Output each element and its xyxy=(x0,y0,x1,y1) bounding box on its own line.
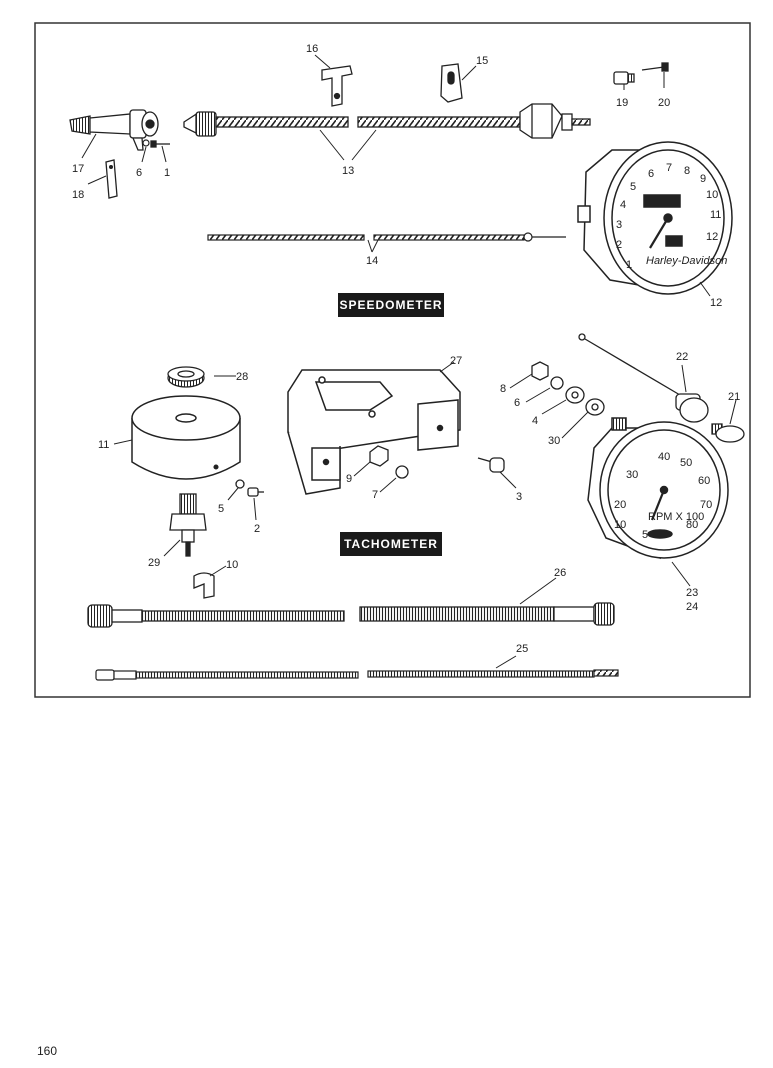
callout-7: 7 xyxy=(372,489,378,501)
callout-1: 1 xyxy=(164,167,170,179)
callout-12: 12 xyxy=(710,297,722,309)
washer-part-4 xyxy=(565,386,585,404)
lockwasher-part-5 xyxy=(235,479,245,489)
cable-clip-part-15 xyxy=(440,63,463,103)
speedometer-head xyxy=(577,141,733,295)
cable-clip-part-10 xyxy=(193,572,215,599)
callout-13: 13 xyxy=(342,165,354,177)
speedo-num-6: 6 xyxy=(648,168,654,180)
callout-18: 18 xyxy=(72,189,84,201)
tach-drive-housing-part-11 xyxy=(131,395,241,480)
speedometer-cable-casing xyxy=(183,103,591,139)
speedometer-drive-unit xyxy=(69,109,159,151)
speedo-num-3: 3 xyxy=(616,219,622,231)
page-number: 160 xyxy=(37,1044,58,1058)
speedo-num-5: 5 xyxy=(630,181,636,193)
speedometer-inner-cable xyxy=(207,232,566,242)
callout-11: 11 xyxy=(98,439,109,451)
callout-30: 30 xyxy=(548,435,560,447)
tach-num-30: 30 xyxy=(626,469,638,481)
nut-part-8 xyxy=(531,361,549,381)
lockwasher-part-6 xyxy=(550,376,564,390)
callout-4: 4 xyxy=(532,415,538,427)
tachometer-banner xyxy=(340,532,442,556)
lamp-bulb-part-21 xyxy=(711,423,745,443)
tachometer-head xyxy=(587,417,729,560)
tach-num-40: 40 xyxy=(658,451,670,463)
callout-2: 2 xyxy=(254,523,260,535)
tach-num-60: 60 xyxy=(698,475,710,487)
speedo-num-10: 10 xyxy=(706,189,718,201)
speedo-num-1: 1 xyxy=(626,259,632,271)
speedo-num-9: 9 xyxy=(700,173,706,185)
tachometer-dial-numbers: 5 10 20 30 40 50 60 70 80 xyxy=(614,451,712,541)
speedometer-brand-script: Harley-Davidson xyxy=(646,255,727,267)
drive-adapter-part-29 xyxy=(169,493,207,557)
nut-part-9 xyxy=(369,445,389,467)
callout-21: 21 xyxy=(728,391,740,403)
callout-19: 19 xyxy=(616,97,628,109)
tach-num-80: 80 xyxy=(686,519,698,531)
cable-clip-part-16 xyxy=(321,65,353,107)
callout-16: 16 xyxy=(306,43,318,55)
callout-17: 17 xyxy=(72,163,84,175)
callout-9: 9 xyxy=(346,473,352,485)
washer-part-30 xyxy=(585,398,605,416)
tachometer-cable-casing-part-26 xyxy=(87,602,615,628)
tachometer-bracket-part-27 xyxy=(287,369,461,495)
tach-num-50: 50 xyxy=(680,457,692,469)
screw-part-3 xyxy=(477,457,505,473)
tachometer-inner-cable-part-25 xyxy=(95,669,619,681)
callout-29: 29 xyxy=(148,557,160,569)
callout-26: 26 xyxy=(554,567,566,579)
callout-27: 27 xyxy=(450,355,462,367)
callout-5: 5 xyxy=(218,503,224,515)
speedo-num-12: 12 xyxy=(706,231,718,243)
tach-num-20: 20 xyxy=(614,499,626,511)
tachometer-scale-text: RPM X 100 xyxy=(648,511,704,523)
callout-numbers: 16 15 19 20 17 6 1 18 13 14 12 28 11 27 … xyxy=(72,43,740,655)
callout-3: 3 xyxy=(516,491,522,503)
callout-23: 23 xyxy=(686,587,698,599)
callout-20: 20 xyxy=(658,97,670,109)
lockwasher-part-7 xyxy=(395,465,409,479)
ferrule-part-19 xyxy=(613,71,635,85)
callout-15: 15 xyxy=(476,55,488,67)
screw-part-20 xyxy=(641,62,669,72)
tach-num-10: 10 xyxy=(614,519,626,531)
speedo-num-8: 8 xyxy=(684,165,690,177)
ring-nut-part-28 xyxy=(167,366,205,388)
washer-part-6-top xyxy=(142,139,150,147)
callout-14: 14 xyxy=(366,255,378,267)
speedo-num-11: 11 xyxy=(710,209,721,221)
callout-22: 22 xyxy=(676,351,688,363)
callout-24: 24 xyxy=(686,601,698,613)
speedometer-banner xyxy=(338,293,444,317)
diagram-frame xyxy=(34,22,751,698)
screw-part-1 xyxy=(150,140,170,148)
tach-num-5: 5 xyxy=(642,529,648,541)
callout-10: 10 xyxy=(226,559,238,571)
callout-8: 8 xyxy=(500,383,506,395)
callout-6-lower: 6 xyxy=(514,397,520,409)
screw-part-2 xyxy=(247,487,264,497)
callout-25: 25 xyxy=(516,643,528,655)
callout-6-upper: 6 xyxy=(136,167,142,179)
speedometer-heading: SPEEDOMETER xyxy=(339,298,442,312)
tachometer-heading: TACHOMETER xyxy=(344,537,438,551)
leader-lines xyxy=(81,54,737,669)
tach-num-70: 70 xyxy=(700,499,712,511)
speedo-num-7: 7 xyxy=(666,162,672,174)
speedo-num-4: 4 xyxy=(620,199,626,211)
callout-28: 28 xyxy=(236,371,248,383)
drive-bracket-part-18 xyxy=(105,159,118,199)
speedometer-dial-numbers: 1 2 3 4 5 6 7 8 9 10 11 12 xyxy=(616,162,721,271)
speedo-num-2: 2 xyxy=(616,239,622,251)
lamp-socket-part-22 xyxy=(578,333,709,423)
